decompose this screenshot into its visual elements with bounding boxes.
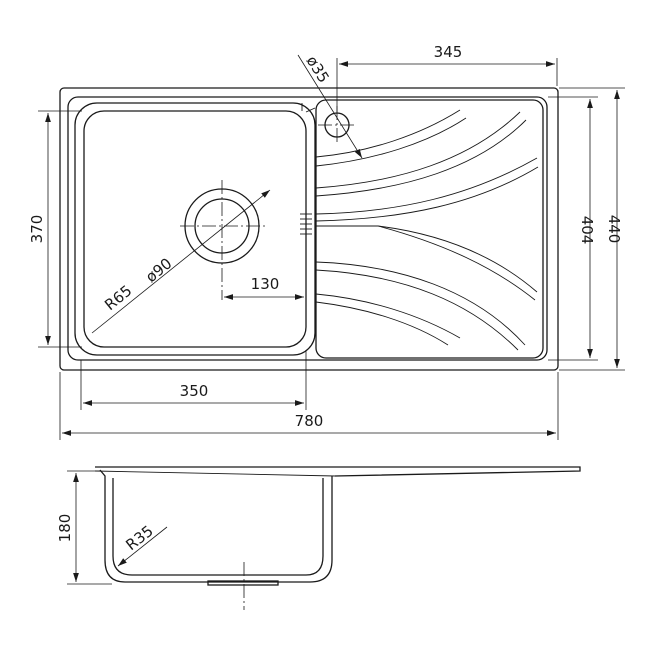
sink-rim bbox=[67, 96, 548, 361]
dim-label-440: 440 bbox=[605, 215, 623, 244]
dimension-180: 180 bbox=[56, 470, 112, 585]
drainer-board bbox=[300, 99, 544, 359]
dim-label-r35: R35 bbox=[122, 522, 156, 554]
dimension-370: 370 bbox=[28, 110, 82, 348]
dimension-130: 130 bbox=[224, 275, 304, 300]
top-view bbox=[59, 87, 559, 371]
dim-label-370: 370 bbox=[28, 215, 46, 244]
dimension-dia-90-r65: ø90 R65 bbox=[91, 189, 271, 334]
dimension-350: 350 bbox=[80, 350, 307, 410]
dimension-780: 780 bbox=[59, 372, 559, 440]
dim-label-130: 130 bbox=[251, 275, 280, 293]
dim-label-180: 180 bbox=[56, 514, 74, 543]
dim-label-780: 780 bbox=[295, 412, 324, 430]
dimension-r35: R35 bbox=[117, 522, 168, 567]
dimension-440: 440 bbox=[559, 87, 625, 371]
sink-outer-frame bbox=[59, 87, 559, 371]
dim-label-350: 350 bbox=[180, 382, 209, 400]
dimension-404: 404 bbox=[548, 96, 598, 361]
dimension-345: 345 bbox=[336, 43, 558, 112]
dim-label-404: 404 bbox=[578, 216, 596, 245]
drain-outlet bbox=[180, 180, 265, 300]
dim-label-dia-35: ø35 bbox=[303, 53, 333, 87]
dimension-dia-35: ø35 bbox=[297, 53, 363, 159]
side-view bbox=[94, 466, 581, 610]
dim-label-dia-90: ø90 bbox=[142, 254, 175, 286]
tap-hole bbox=[318, 106, 357, 145]
dim-label-345: 345 bbox=[434, 43, 463, 61]
dim-label-r65: R65 bbox=[101, 282, 135, 315]
